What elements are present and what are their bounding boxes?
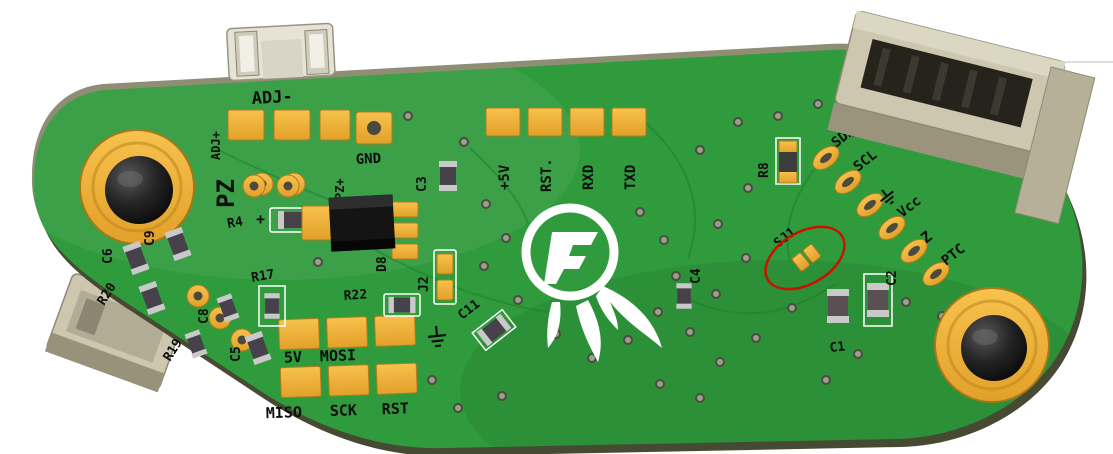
label-rst: RST. (539, 158, 555, 192)
outline-c2 (863, 273, 893, 327)
annotation-circle-sj1 (764, 225, 846, 291)
label-c4: C4 (689, 268, 704, 284)
label-c9: C9 (143, 230, 158, 246)
mount-hole-left (79, 129, 195, 245)
ground-symbol-icon (880, 189, 895, 205)
jumper-j2: J2 (417, 249, 457, 305)
pad-d8-2 (391, 222, 419, 239)
pad-5v (485, 107, 521, 137)
label-c3: C3 (415, 176, 430, 192)
label-pz-plus: PZ+ (333, 178, 347, 200)
component-c11 (471, 308, 517, 352)
label-isp-5v: 5V (284, 348, 303, 367)
label-5v: +5V (497, 164, 513, 190)
label-c6: C6 (101, 248, 116, 264)
label-c8: C8 (197, 308, 212, 324)
serial-header: +5V RST. RXD TXD (485, 107, 647, 192)
isp-header: 5V MOSI MISO SCK RST (266, 314, 418, 422)
pad-rst (527, 107, 563, 137)
pad-gnd-throughhole (355, 111, 393, 145)
pad-isp-miso (279, 365, 322, 399)
label-isp-mosi: MOSI (320, 346, 357, 365)
right-connector (827, 10, 1096, 225)
power-header-title: ADJ- (251, 87, 293, 109)
pad-hole-4 (242, 174, 266, 198)
outline-j2 (433, 249, 457, 305)
pad-d8-tab (301, 205, 333, 241)
mount-hole-right (934, 287, 1050, 403)
logo-flame-2 (576, 300, 601, 362)
label-d8: D8 (375, 256, 390, 272)
pad-power-1 (227, 109, 265, 141)
top-left-connector (226, 22, 336, 82)
label-isp-rst: RST (381, 399, 409, 418)
label-j2: J2 (417, 276, 432, 292)
pad-j2-1 (436, 253, 454, 275)
label-c2: C2 (885, 270, 900, 286)
logo-flame-1 (596, 286, 662, 348)
pad-isp-5v (278, 317, 321, 351)
connector-slot (860, 39, 1033, 128)
label-r8: R8 (757, 162, 772, 178)
pad-isp-rst (375, 362, 418, 395)
label-r17: R17 (250, 267, 276, 286)
outline-r22 (383, 293, 421, 317)
label-pz: PZ (212, 179, 240, 208)
pad-isp-mosi (326, 316, 368, 349)
pad-power-2 (273, 109, 311, 141)
component-c4 (676, 283, 692, 309)
component-c3 (439, 161, 457, 191)
component-r17 (264, 293, 280, 319)
pad-power-3 (319, 109, 351, 141)
pad-isp-gnd (374, 314, 416, 347)
pad-hole-1 (186, 284, 210, 308)
component-c2 (867, 283, 889, 317)
label-c1: C1 (829, 339, 846, 356)
label-polarity-plus: + (256, 210, 265, 228)
pad-sj1-1 (791, 252, 810, 272)
screw-left (105, 156, 173, 224)
component-c1 (827, 289, 849, 323)
pad-d8-3 (391, 243, 419, 260)
caps-c1-c2: C2 C1 (827, 270, 900, 356)
connector-side-wall (1014, 66, 1096, 225)
label-rxd: RXD (581, 165, 597, 190)
label-c5: C5 (229, 346, 244, 362)
label-adj-plus: ADJ+ (209, 131, 223, 160)
logo (521, 203, 662, 362)
left-component-cluster: C6 C9 R20 C8 C5 R19 R17 R4 + (95, 174, 317, 366)
power-header: ADJ- ADJ+ PZ PZ+ GND (209, 87, 393, 208)
pad-d8-1 (391, 201, 419, 218)
pad-txd (611, 107, 647, 137)
outline-r17 (258, 285, 286, 327)
component-r22 (388, 296, 416, 314)
pad-hole-5 (276, 174, 300, 198)
regulator-d8: D8 (301, 194, 419, 272)
component-d8-body (328, 194, 396, 252)
pad-isp-sck (327, 364, 370, 397)
pad-rxd (569, 107, 605, 137)
label-isp-sck: SCK (329, 401, 357, 420)
label-r4: R4 (226, 214, 244, 232)
pad-sj1-2 (802, 243, 821, 263)
logo-ring (521, 203, 619, 301)
screw-right (961, 315, 1027, 381)
pad-j2-2 (436, 279, 454, 301)
logo-flame-3 (547, 302, 561, 348)
logo-letter (544, 232, 598, 284)
label-gnd: GND (355, 151, 381, 168)
label-isp-miso: MISO (266, 403, 303, 422)
ground-symbol-icon-2 (427, 325, 447, 348)
label-txd: TXD (623, 165, 639, 190)
outline-r8 (775, 137, 801, 185)
label-r22: R22 (343, 287, 367, 304)
resistor-r8: R8 (757, 137, 801, 185)
